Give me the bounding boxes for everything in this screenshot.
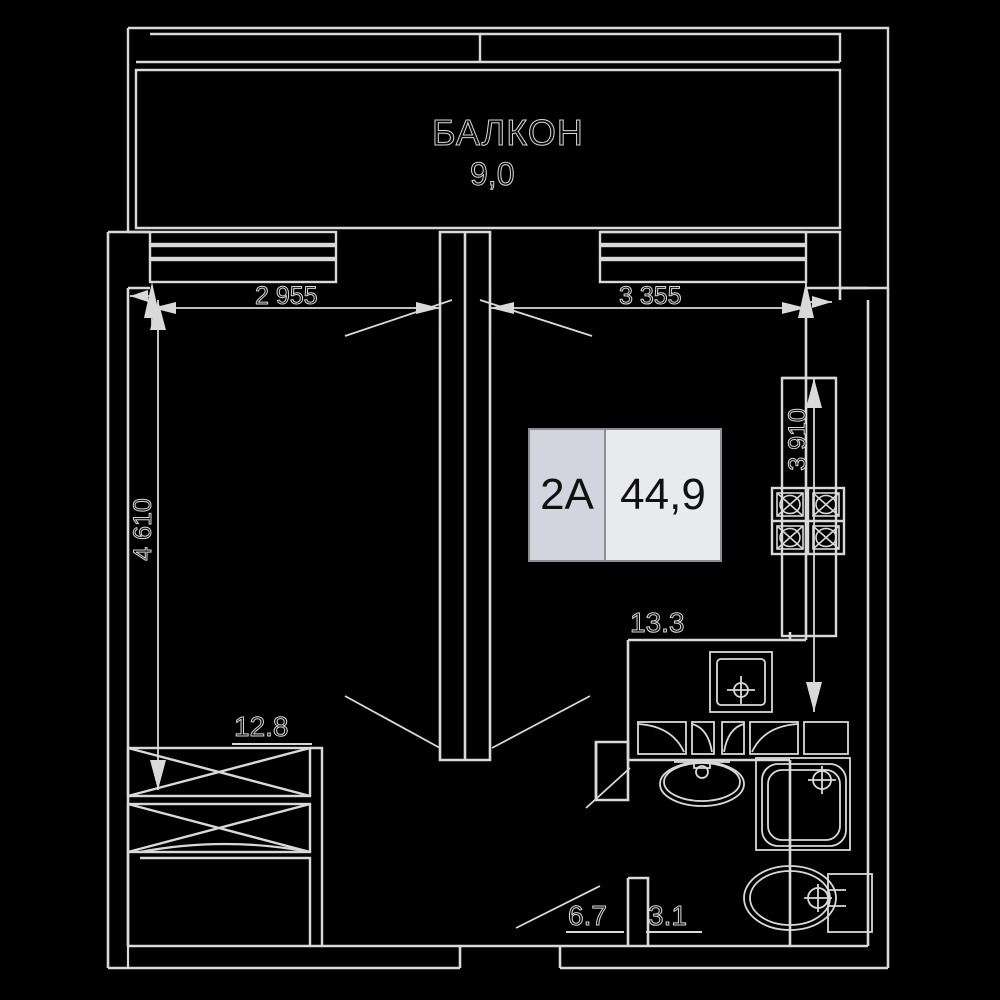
balcony-area-label: 9,0 [469, 156, 515, 193]
bathroom-area-label: 3.1 [648, 900, 688, 932]
living-room-niche [126, 746, 324, 946]
toilet [743, 865, 873, 933]
dim-top-left-label: 2 955 [255, 282, 319, 311]
dim-right-height-label: 3 910 [783, 408, 812, 472]
hallway-area-label: 6.7 [568, 900, 608, 932]
window-living-lower [126, 802, 312, 854]
door-openings [126, 842, 311, 968]
apartment-area-cell: 44,9 [604, 430, 720, 560]
balcony-label: БАЛКОН [432, 112, 584, 154]
shower-tray [755, 757, 851, 851]
apartment-type-cell: 2A [530, 430, 604, 560]
kitchen-area-label: 13.3 [630, 607, 685, 639]
dimension-lines [130, 282, 832, 790]
cabinet-upper-row [637, 721, 849, 755]
dim-top-right-label: 3 355 [619, 282, 683, 311]
area-label-underlines [232, 639, 708, 933]
interior-walls [438, 230, 808, 946]
stove-cooktop [770, 486, 846, 556]
leader-lines [344, 299, 631, 929]
dim-left-height-label: 4 610 [128, 498, 157, 562]
sink-basin [659, 761, 745, 807]
window-balcony-left [148, 230, 338, 284]
living-room-area-label: 12.8 [234, 711, 289, 743]
window-balcony-right [598, 230, 808, 284]
apartment-type-badge[interactable]: 2A 44,9 [528, 428, 722, 562]
kitchen-sink [709, 651, 773, 713]
